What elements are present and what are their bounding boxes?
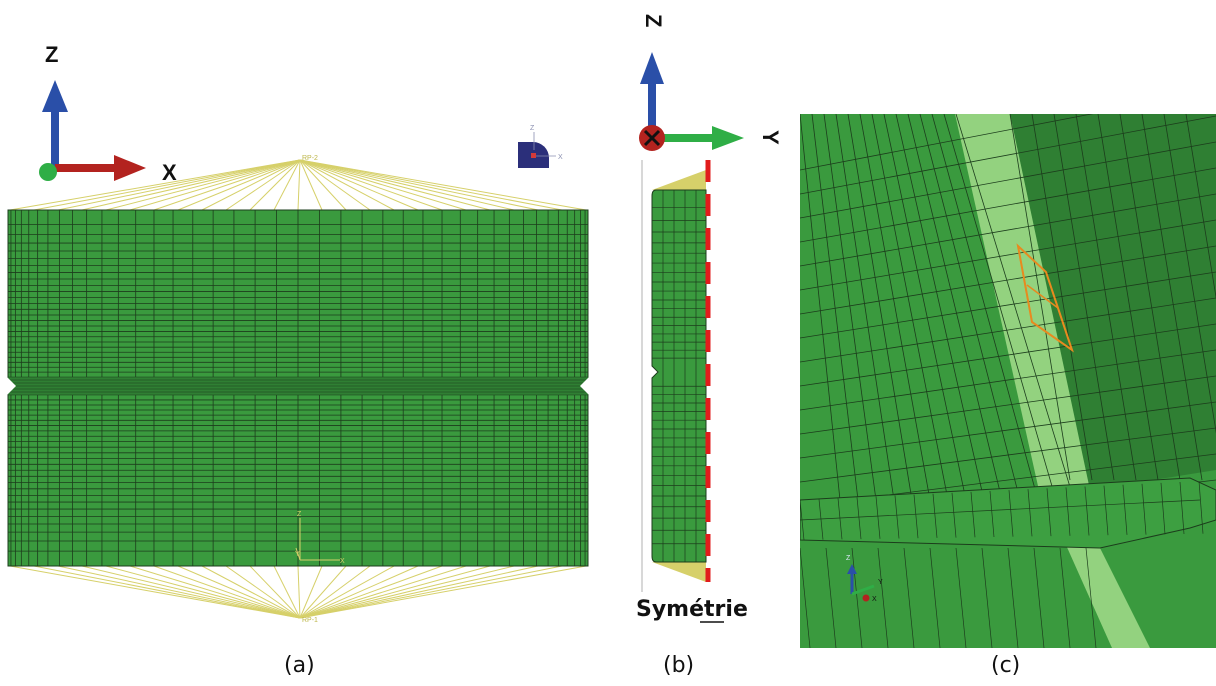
caption-b: (b): [663, 653, 694, 678]
triad-c-x: X: [872, 596, 877, 603]
specimen-mesh-b: [651, 189, 707, 563]
axis-triad-b: Z Y: [639, 14, 783, 151]
origin-z-a: Z: [297, 511, 302, 518]
view-cube-icon: Z X: [518, 125, 563, 168]
axis-triad-c: Z Y X: [846, 555, 883, 603]
origin-triad-a: Z Y X: [295, 511, 345, 565]
triad-c-z: Z: [846, 555, 851, 562]
highlight-strip-upper: [955, 114, 1090, 495]
caption-c: (c): [991, 653, 1020, 678]
zoom-right-face: [1010, 114, 1216, 490]
mini-triad-z: Z: [530, 125, 535, 132]
origin-x-a: X: [340, 558, 345, 565]
notch-lines-a: [8, 376, 588, 396]
panel-b: Z Y Symétrie (b): [636, 14, 783, 678]
symmetry-label: Symétrie: [636, 597, 748, 622]
highlight-strip-lower: [1066, 545, 1150, 648]
coupling-bottom-b: [652, 562, 706, 582]
origin-y-a: Y: [295, 551, 300, 558]
notch-band-c: [800, 477, 1216, 549]
panel-c: Z Y X (c): [800, 114, 1216, 678]
coupling-lines-bottom: [9, 565, 587, 619]
mesh-grid-c: [800, 114, 1216, 531]
mesh-grid-b: [652, 190, 706, 562]
mesh-grid-a: [8, 210, 588, 566]
coupling-top-b: [652, 170, 706, 190]
ref-point-top-label: RP-2: [302, 155, 318, 162]
notch-lines-c: [800, 481, 1204, 648]
caption-a: (a): [284, 653, 315, 678]
axis-triad-a: Z X: [39, 42, 177, 185]
notch-left-a: [6, 376, 16, 396]
axis-x-label-a: X: [162, 160, 177, 185]
triad-c-y: Y: [878, 579, 883, 586]
ref-point-bottom-label: RP-1: [302, 617, 318, 624]
panel-a: RP-2 RP-1 Z X Z X Z Y X: [6, 42, 590, 678]
notch-right-a: [580, 376, 590, 396]
axis-z-label-b: Z: [641, 14, 666, 27]
axis-z-label-a: Z: [45, 42, 58, 67]
mini-triad-x: X: [558, 154, 563, 161]
coupling-lines-top: [9, 159, 587, 211]
axis-y-label-b: Y: [758, 130, 783, 145]
